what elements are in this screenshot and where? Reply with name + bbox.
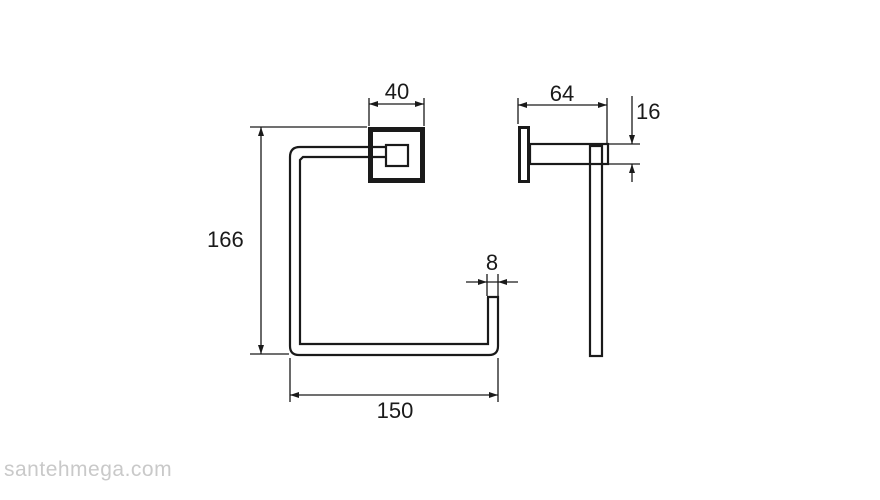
dimension-label-150: 150 (377, 398, 414, 423)
wall-mount-base (368, 127, 425, 183)
dimension-label-40: 40 (385, 79, 409, 104)
watermark: santehmega.com (4, 458, 173, 481)
dimension-label-8: 8 (486, 250, 498, 275)
side-view: 64 16 (517, 81, 660, 358)
dimension-150: 150 (289, 358, 499, 423)
side-hanging-bar (588, 144, 604, 358)
dimension-8: 8 (466, 250, 518, 296)
front-view: 40 166 8 150 (207, 79, 518, 423)
dimension-16: 16 (608, 96, 660, 182)
dimension-166: 166 (207, 126, 367, 355)
dimension-label-166: 166 (207, 227, 244, 252)
side-rod (528, 142, 610, 166)
ring-bar (288, 145, 500, 357)
dimension-label-64: 64 (550, 81, 574, 106)
dimension-40: 40 (368, 79, 425, 126)
dimension-64: 64 (517, 81, 608, 143)
dimension-label-16: 16 (636, 99, 660, 124)
